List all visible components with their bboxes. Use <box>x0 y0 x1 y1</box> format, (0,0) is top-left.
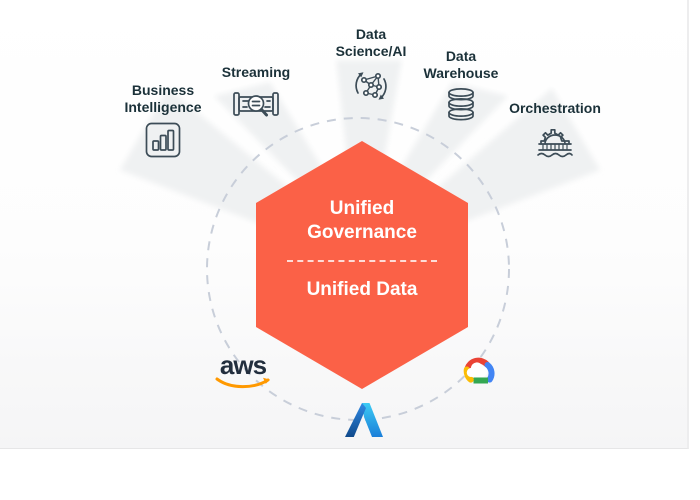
gear-bridge-icon <box>537 128 573 157</box>
google-cloud-logo <box>463 357 495 384</box>
bar-chart-icon <box>145 122 181 158</box>
node-label: Business Intelligence <box>124 82 202 115</box>
node-label: Orchestration <box>509 100 601 116</box>
database-stack-icon <box>448 88 474 121</box>
node-label: Data Warehouse <box>423 48 499 81</box>
aws-logo-text: aws <box>219 350 267 380</box>
diagram-scene <box>120 60 600 421</box>
unified-data-label: Unified Data <box>306 278 418 300</box>
node-data-science-ai: Data Science/AI <box>306 26 436 108</box>
aws-smile-icon <box>215 377 270 389</box>
hexagon-text-block: Unified Governance Unified Data <box>282 197 442 302</box>
node-label: Streaming <box>221 64 291 80</box>
node-label: Data Science/AI <box>335 26 407 59</box>
aws-logo: aws <box>214 352 272 392</box>
unified-governance-label: Unified Governance <box>307 198 417 243</box>
unified-hexagon <box>256 141 468 389</box>
dashed-circle <box>206 117 510 421</box>
hexagon-divider <box>287 259 437 262</box>
node-streaming: Streaming <box>191 64 321 122</box>
node-data-warehouse: Data Warehouse <box>396 48 526 124</box>
node-orchestration: Orchestration <box>490 100 620 162</box>
pipeline-magnifier-icon <box>233 91 279 117</box>
azure-logo <box>345 403 383 437</box>
node-business-intelligence: Business Intelligence <box>98 82 228 160</box>
diagram-slide: Unified Governance Unified Data Business… <box>0 0 689 449</box>
network-cycle-icon <box>355 72 387 100</box>
